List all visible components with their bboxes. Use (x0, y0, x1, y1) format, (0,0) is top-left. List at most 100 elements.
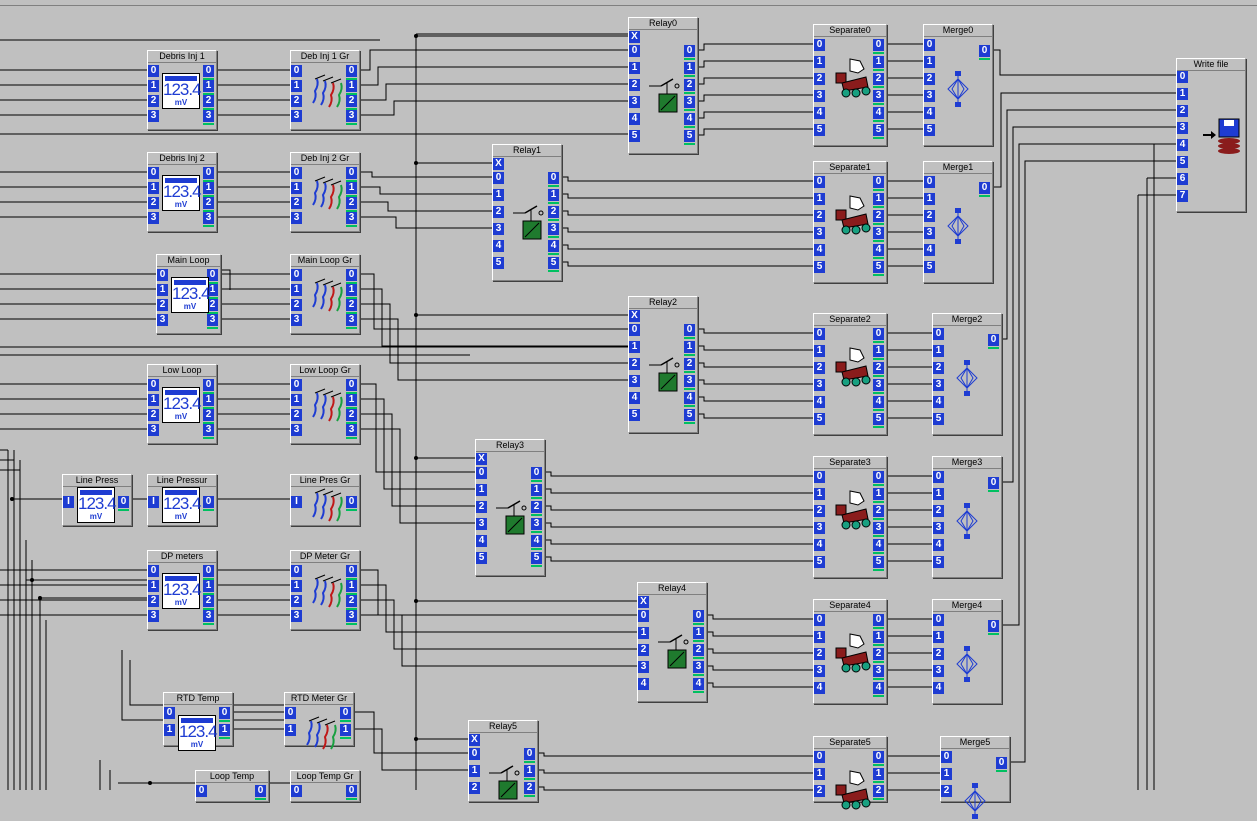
merge-1-output-0[interactable]: 0 (979, 182, 990, 197)
write-file-input-6[interactable]: 6 (1177, 173, 1188, 185)
meter-rtd-temp-output-0[interactable]: 0 (219, 707, 230, 722)
meter-dp-meters-output-2[interactable]: 2 (203, 595, 214, 610)
meter-debris-inj-1-output-2[interactable]: 2 (203, 95, 214, 110)
graph-low-loop-gr-input-0[interactable]: 0 (291, 379, 302, 391)
graph-deb-inj-2-gr-output-2[interactable]: 2 (346, 197, 357, 212)
write-file-input-1[interactable]: 1 (1177, 88, 1188, 100)
relay-3-input-1[interactable]: 1 (476, 484, 487, 496)
graph-dp-meter-gr-input-2[interactable]: 2 (291, 595, 302, 607)
relay-3-output-1[interactable]: 1 (531, 484, 542, 499)
merge-0-input-2[interactable]: 2 (924, 73, 935, 85)
relay-4-output-2[interactable]: 2 (693, 644, 704, 659)
relay-2-output-4[interactable]: 4 (684, 392, 695, 407)
graph-dp-meter-gr-output-2[interactable]: 2 (346, 595, 357, 610)
separate-0-output-2[interactable]: 2 (873, 73, 884, 88)
relay-4-input-0[interactable]: 0 (638, 610, 649, 622)
relay-0-control-pin[interactable]: X (629, 31, 640, 43)
relay-0-output-1[interactable]: 1 (684, 62, 695, 77)
relay-1-input-4[interactable]: 4 (493, 240, 504, 252)
separate-4-input-3[interactable]: 3 (814, 665, 825, 677)
merge-0-input-4[interactable]: 4 (924, 107, 935, 119)
meter-main-loop-input-1[interactable]: 1 (157, 284, 168, 296)
meter-rtd-temp-input-0[interactable]: 0 (164, 707, 175, 719)
graph-dp-meter-gr-input-0[interactable]: 0 (291, 565, 302, 577)
separate-0-output-0[interactable]: 0 (873, 39, 884, 54)
write-file-input-7[interactable]: 7 (1177, 190, 1188, 202)
merge-4-input-0[interactable]: 0 (933, 614, 944, 626)
graph-deb-inj-1-gr-input-1[interactable]: 1 (291, 80, 302, 92)
relay-4-input-2[interactable]: 2 (638, 644, 649, 656)
graph-low-loop-gr-output-3[interactable]: 3 (346, 424, 357, 439)
separate-2-output-5[interactable]: 5 (873, 413, 884, 428)
meter-low-loop-output-0[interactable]: 0 (203, 379, 214, 394)
meter-line-pressur-output-0[interactable]: 0 (203, 496, 214, 511)
relay-0-output-0[interactable]: 0 (684, 45, 695, 60)
merge-1-input-2[interactable]: 2 (924, 210, 935, 222)
relay-2-output-2[interactable]: 2 (684, 358, 695, 373)
meter-debris-inj-1-input-3[interactable]: 3 (148, 110, 159, 122)
meter-low-loop-output-2[interactable]: 2 (203, 409, 214, 424)
relay-5-input-1[interactable]: 1 (469, 765, 480, 777)
meter-dp-meters-input-1[interactable]: 1 (148, 580, 159, 592)
relay-4-input-4[interactable]: 4 (638, 678, 649, 690)
merge-2-input-2[interactable]: 2 (933, 362, 944, 374)
separate-2-input-1[interactable]: 1 (814, 345, 825, 357)
merge-1-input-0[interactable]: 0 (924, 176, 935, 188)
separate-3-input-3[interactable]: 3 (814, 522, 825, 534)
separate-0-input-0[interactable]: 0 (814, 39, 825, 51)
relay-0-input-0[interactable]: 0 (629, 45, 640, 57)
separate-0-input-5[interactable]: 5 (814, 124, 825, 136)
meter-main-loop-output-0[interactable]: 0 (207, 269, 218, 284)
meter-line-press-output-0[interactable]: 0 (118, 496, 129, 511)
separate-1-input-2[interactable]: 2 (814, 210, 825, 222)
graph-low-loop-gr-output-2[interactable]: 2 (346, 409, 357, 424)
meter-debris-inj-2-output-2[interactable]: 2 (203, 197, 214, 212)
graph-deb-inj-2-gr-input-1[interactable]: 1 (291, 182, 302, 194)
relay-3-output-0[interactable]: 0 (531, 467, 542, 482)
relay-4-input-1[interactable]: 1 (638, 627, 649, 639)
relay-2-input-5[interactable]: 5 (629, 409, 640, 421)
meter-main-loop-output-1[interactable]: 1 (207, 284, 218, 299)
graph-main-loop-gr-input-1[interactable]: 1 (291, 284, 302, 296)
meter-loop-temp-output-0[interactable]: 0 (255, 785, 266, 800)
merge-2-input-1[interactable]: 1 (933, 345, 944, 357)
relay-5-output-2[interactable]: 2 (524, 782, 535, 797)
relay-4-input-3[interactable]: 3 (638, 661, 649, 673)
meter-debris-inj-2-input-1[interactable]: 1 (148, 182, 159, 194)
separate-4-output-3[interactable]: 3 (873, 665, 884, 680)
meter-low-loop-input-1[interactable]: 1 (148, 394, 159, 406)
separate-5-output-2[interactable]: 2 (873, 785, 884, 800)
merge-3-input-3[interactable]: 3 (933, 522, 944, 534)
relay-1-output-1[interactable]: 1 (548, 189, 559, 204)
relay-1-input-1[interactable]: 1 (493, 189, 504, 201)
meter-low-loop-output-1[interactable]: 1 (203, 394, 214, 409)
merge-3-input-2[interactable]: 2 (933, 505, 944, 517)
separate-2-input-5[interactable]: 5 (814, 413, 825, 425)
meter-debris-inj-1-output-3[interactable]: 3 (203, 110, 214, 125)
merge-1-input-5[interactable]: 5 (924, 261, 935, 273)
merge-0-input-3[interactable]: 3 (924, 90, 935, 102)
relay-5-input-0[interactable]: 0 (469, 748, 480, 760)
meter-low-loop-output-3[interactable]: 3 (203, 424, 214, 439)
graph-loop-temp-gr-input-0[interactable]: 0 (291, 785, 302, 797)
meter-main-loop-input-0[interactable]: 0 (157, 269, 168, 281)
separate-2-output-0[interactable]: 0 (873, 328, 884, 343)
graph-main-loop-gr-input-0[interactable]: 0 (291, 269, 302, 281)
merge-2-input-0[interactable]: 0 (933, 328, 944, 340)
